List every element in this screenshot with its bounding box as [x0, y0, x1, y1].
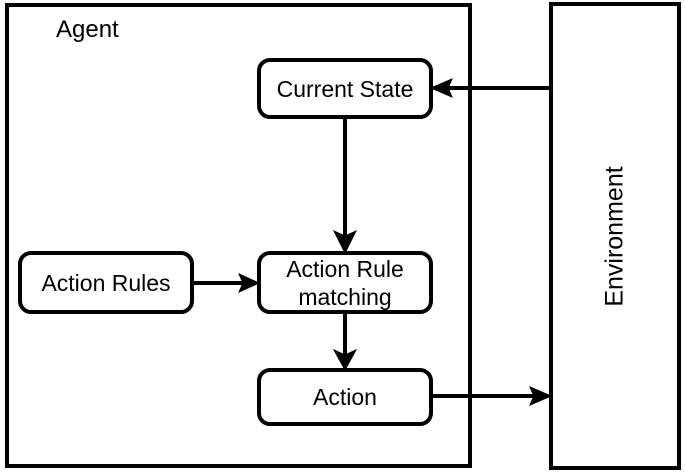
environment-container	[549, 2, 681, 470]
node-current-state[interactable]	[257, 58, 433, 119]
edge-environment-to-current-state	[429, 78, 551, 98]
edge-matching-to-action	[332, 312, 358, 372]
node-action-rule-matching[interactable]	[257, 251, 433, 314]
agent-container-label: Agent	[56, 16, 119, 43]
environment-container-label-text: Environment	[600, 165, 629, 307]
node-action-rules[interactable]	[18, 251, 194, 314]
edge-action-rules-to-matching	[192, 273, 261, 293]
environment-container-label: Environment	[551, 4, 679, 468]
edge-current-state-to-matching	[332, 117, 358, 255]
edge-action-to-environment	[431, 386, 553, 406]
node-action[interactable]	[257, 368, 433, 426]
